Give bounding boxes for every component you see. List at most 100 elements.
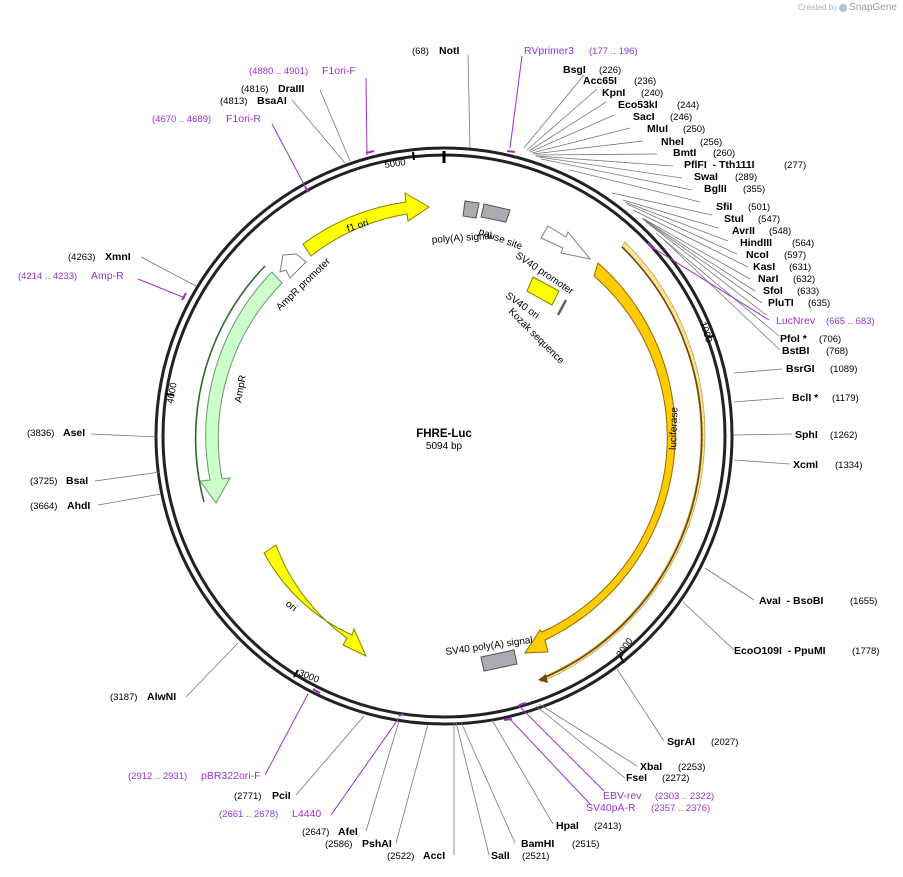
primer-ebv-rev-pos: (2303 .. 2322) [655, 791, 714, 802]
site-sgrAI-name: SgrAI [667, 736, 695, 748]
site-hindIII-name: HindIII [740, 237, 772, 249]
site-narI-name: NarI [758, 273, 779, 285]
snapgene-credit: Created by SnapGene [798, 2, 897, 13]
ampr-label: AmpR [233, 374, 249, 403]
primer-f1ori-f-pos: (4880 .. 4901) [249, 66, 308, 77]
primer-l4440-name: L4440 [292, 808, 321, 820]
site-mluI-pos: (250) [683, 124, 705, 135]
site-bamHI-name: BamHI [521, 838, 554, 850]
site-nheI-name: NheI [661, 136, 684, 148]
site-avaI-pos: (1655) [850, 596, 877, 607]
site-swaI-pos: (289) [735, 172, 757, 183]
site-ecoO109I-pos: (1778) [852, 646, 879, 657]
site-pshAI-pos: (2586) [325, 839, 352, 850]
site-sfoI-pos: (633) [797, 286, 819, 297]
kb-tick-marks [165, 151, 714, 678]
site-bstBI-name: BstBI [782, 345, 810, 357]
site-hpaI-pos: (2413) [594, 821, 621, 832]
site-xbaI-name: XbaI [640, 761, 662, 773]
site-salI-pos: (2521) [522, 851, 549, 862]
site-afeI-name: AfeI [338, 826, 358, 838]
site-eco53kI-name: Eco53kI [618, 99, 658, 111]
site-pciI-pos: (2771) [234, 791, 261, 802]
site-pfoI-name: PfoI * [780, 333, 808, 345]
site-aseI-name: AseI [63, 427, 85, 439]
site-accI-name: AccI [423, 850, 445, 862]
luciferase-outline-band [540, 241, 706, 683]
site-avrII-name: AvrII [732, 225, 755, 237]
ampr-feature [199, 271, 283, 504]
credit-brand: SnapGene [849, 2, 897, 13]
site-bmtI-name: BmtI [673, 147, 696, 159]
site-swaI-name: SwaI [694, 171, 718, 183]
f1-ori-feature [302, 192, 430, 257]
primer-ticks [181, 150, 654, 721]
site-ecoO109I-name: EcoO109I - PpuMI [734, 645, 826, 657]
site-pciI-name: PciI [272, 790, 291, 802]
site-pfoI-pos: (706) [819, 334, 841, 345]
site-bsrGI-name: BsrGI [786, 363, 815, 375]
site-sacI-name: SacI [633, 111, 655, 123]
tick-label-4000: 4000 [165, 382, 180, 405]
ampr-promoter-feature [279, 253, 307, 279]
site-ahdI-pos: (3664) [30, 501, 57, 512]
site-sphI-pos: (1262) [830, 430, 857, 441]
primer-ebv-rev-name: EBV-rev [603, 790, 642, 802]
site-sfoI-name: SfoI [763, 285, 783, 297]
primer-pbr322ori-f-name: pBR322ori-F [201, 770, 261, 782]
site-sacI-pos: (246) [670, 112, 692, 123]
primer-rvprimer3-pos: (177 .. 196) [589, 46, 638, 57]
ori-feature [263, 544, 368, 658]
plasmid-length: 5094 bp [426, 441, 463, 452]
kozak-feature [556, 299, 568, 316]
primer-pbr322ori-f-pos: (2912 .. 2931) [128, 771, 187, 782]
snapgene-logo-icon [839, 3, 848, 12]
plasmid-name: FHRE-Luc [416, 428, 472, 440]
site-bglII-pos: (355) [743, 184, 765, 195]
site-afeI-pos: (2647) [302, 827, 329, 838]
site-pluTI-name: PluTI [768, 297, 794, 309]
site-sphI-name: SphI [795, 429, 818, 441]
site-draIII-name: DraIII [278, 83, 304, 95]
primer-f1ori-r-name: F1ori-R [226, 113, 261, 125]
luciferase-label: luciferase [668, 407, 681, 451]
site-ncoI-pos: (597) [784, 250, 806, 261]
site-pluTI-pos: (635) [808, 298, 830, 309]
primer-f1ori-f-name: F1ori-F [322, 65, 356, 77]
site-hindIII-pos: (564) [792, 238, 814, 249]
site-kpnI-pos: (240) [641, 88, 663, 99]
site-alwNI-pos: (3187) [110, 692, 137, 703]
ampr-outline-arc [194, 265, 266, 503]
luciferase-outline-arrowhead [538, 674, 548, 683]
luciferase-feature [524, 262, 676, 654]
pause-site-feature [480, 203, 511, 223]
site-bsaI-pos: (3725) [30, 476, 57, 487]
tick-label-1000: 1000 [697, 321, 714, 345]
sv40-promoter-feature [540, 225, 592, 260]
site-sgrAI-pos: (2027) [711, 737, 738, 748]
polya-pause-label: poly(A) signal [431, 231, 492, 246]
primer-amp-r-pos: (4214 .. 4233) [18, 271, 77, 282]
credit-prefix: Created by [798, 3, 838, 12]
site-sfiI-name: SfiI [716, 201, 732, 213]
site-bclI-name: BclI * [792, 392, 819, 404]
site-notI-name: NotI [439, 45, 459, 57]
site-stuI-name: StuI [724, 213, 744, 225]
site-xmnI-pos: (4263) [68, 252, 95, 263]
site-xcmI-name: XcmI [793, 459, 818, 471]
site-bsaAI-pos: (4813) [220, 96, 247, 107]
site-accI-pos: (2522) [387, 851, 414, 862]
site-kasI-pos: (631) [789, 262, 811, 273]
site-bsrGI-pos: (1089) [830, 364, 857, 375]
site-kasI-name: KasI [753, 261, 775, 273]
site-sfiI-pos: (501) [748, 202, 770, 213]
sv40-polya-label: SV40 poly(A) signal [445, 635, 534, 658]
site-bsaI-name: BsaI [66, 475, 88, 487]
primer-lucnrev-pos: (665 .. 683) [826, 316, 875, 327]
site-eco53kI-pos: (244) [677, 100, 699, 111]
site-salI-name: SalI [491, 850, 510, 862]
site-pshAI-name: PshAI [362, 838, 392, 850]
site-bsgI-pos: (226) [599, 65, 621, 76]
site-kpnI-name: KpnI [602, 87, 625, 99]
